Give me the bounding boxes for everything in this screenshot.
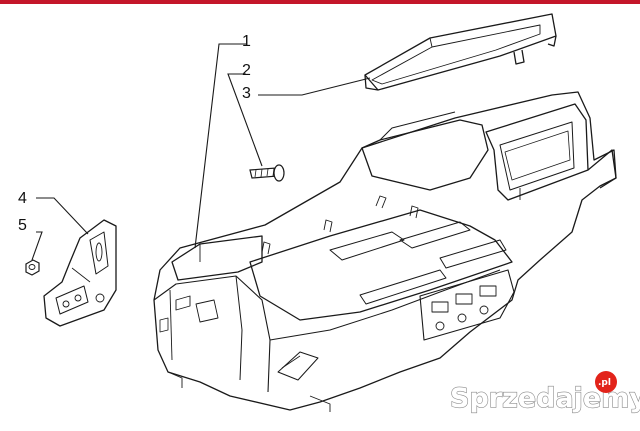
- leader-4: [36, 197, 89, 235]
- part-3-cover-frame: [364, 13, 557, 91]
- watermark-logo: Sprzedajemy .pl: [449, 371, 640, 415]
- callout-2: 2: [242, 62, 251, 79]
- part-4-mounting-plate: [43, 219, 117, 327]
- leader-1: [194, 43, 246, 249]
- leader-5: [31, 231, 43, 261]
- watermark-badge-text: .pl: [598, 378, 611, 388]
- watermark-badge: [595, 371, 617, 393]
- leader-3: [258, 77, 371, 96]
- part-2-screw: [249, 164, 285, 182]
- callout-3: 3: [242, 85, 251, 102]
- callout-1: 1: [242, 33, 251, 50]
- leader-lines: [31, 43, 371, 261]
- top-accent-bar: [0, 0, 640, 4]
- callout-4: 4: [18, 190, 27, 207]
- part-1-heater-housing: [153, 91, 617, 412]
- part-5-nut: [25, 259, 40, 276]
- callout-5: 5: [18, 217, 27, 234]
- leader-2: [227, 73, 263, 167]
- watermark-text: Sprzedajemy: [450, 383, 640, 414]
